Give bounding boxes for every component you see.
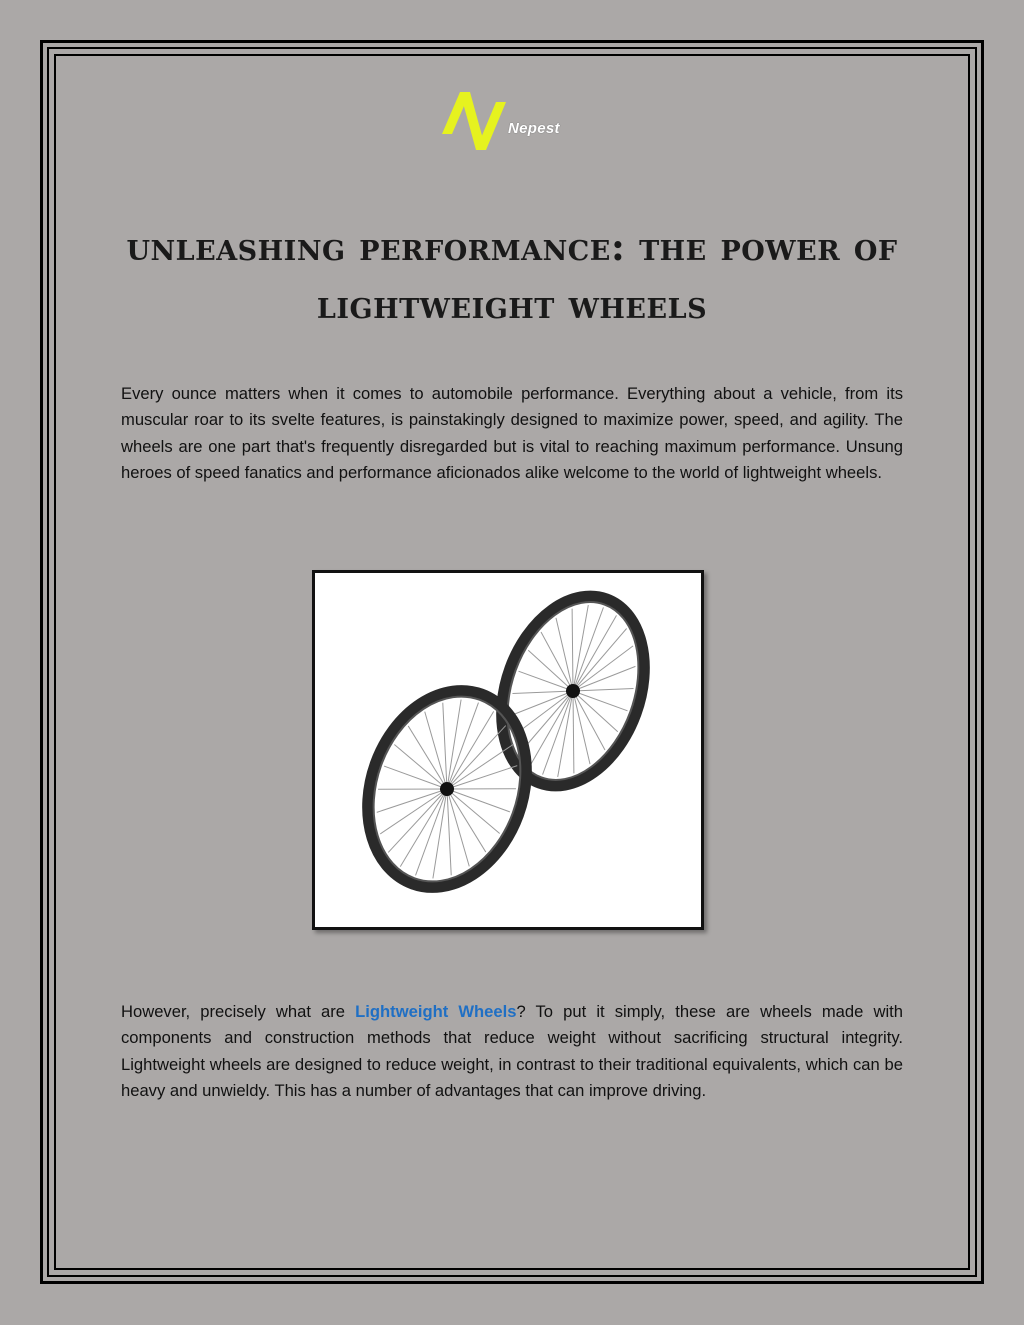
body-text-before-link: However, precisely what are xyxy=(121,1002,356,1021)
page-border-middle xyxy=(47,47,977,1277)
bicycle-wheels-photo xyxy=(362,590,650,893)
page-border-inner xyxy=(54,54,970,1270)
wheels-image xyxy=(312,570,704,930)
body-text-after-link: ? To put it simply, these are wheels mad… xyxy=(121,1002,903,1100)
front-wheel xyxy=(362,685,532,893)
page-border xyxy=(40,40,984,1284)
nepest-logo-icon xyxy=(442,92,506,150)
logo: Nepest xyxy=(440,88,590,154)
back-wheel xyxy=(496,590,650,792)
lightweight-wheels-link[interactable]: Lightweight Wheels xyxy=(355,1002,517,1021)
logo-brand-text: Nepest xyxy=(508,120,560,137)
body-paragraph: However, precisely what are Lightweight … xyxy=(121,999,903,1104)
page-title: Unleashing Performance: The Power of Lig… xyxy=(126,224,898,327)
intro-paragraph: Every ounce matters when it comes to aut… xyxy=(121,384,903,482)
